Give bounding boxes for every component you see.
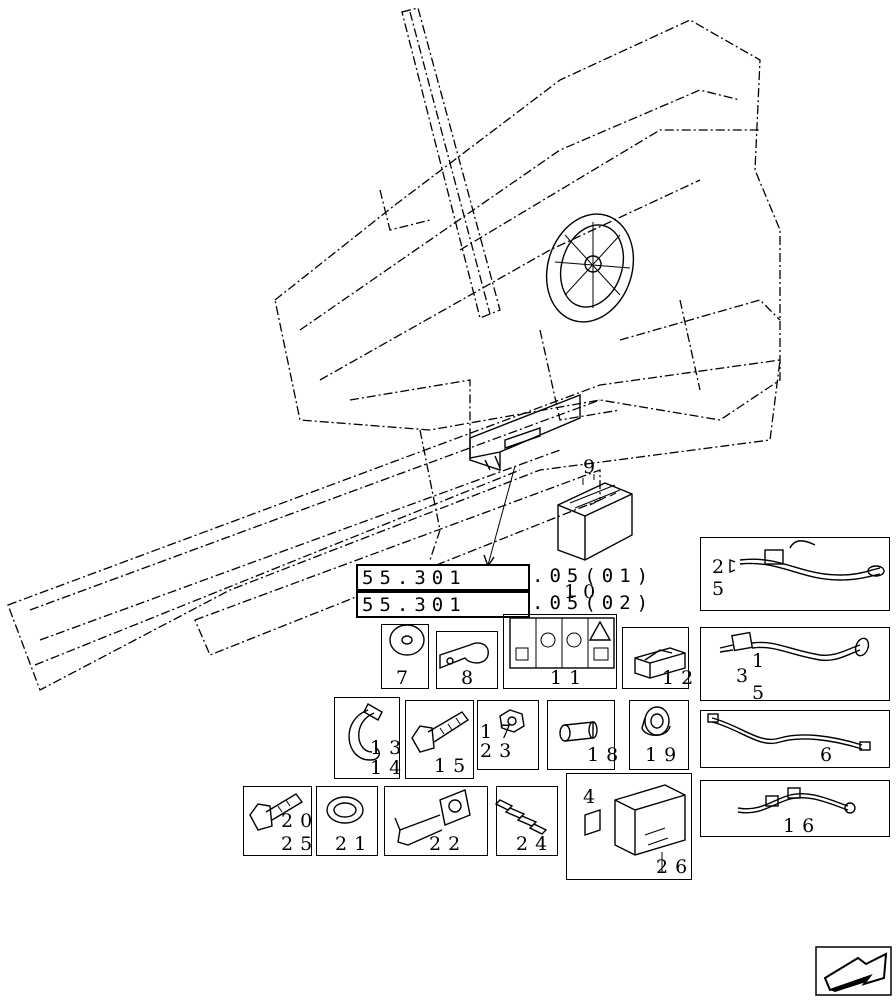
part-label: 11 [550,667,589,689]
bolt-15-drawing [411,711,470,753]
reference-suffix-2: .05(02) [532,592,655,614]
part-label-17: 17 [480,721,519,743]
part-box-harness-135[interactable] [700,627,890,701]
part-box-bolt-20-25[interactable] [243,786,312,856]
bolt-20-25-drawing [249,793,304,831]
next-page-arrow-icon[interactable] [816,947,891,995]
clip-8-drawing [439,642,489,670]
exhaust-mast [401,7,501,319]
part-label: 18 [587,744,626,766]
callout-9: 9 [583,456,603,478]
part-label-20: 20 [281,810,320,832]
seal-21-drawing [326,796,364,824]
nut-17-23-drawing [499,709,525,733]
next-page-arrow-icon-drawing [815,946,892,996]
harness-135-drawing [719,631,870,662]
isolator-26-drawing [584,784,686,872]
part-label: 24 [516,833,555,855]
part-label: 21 [335,833,374,855]
part-label: 2 5 [712,556,732,600]
part-box-nut-17-23[interactable] [477,700,539,770]
part-label-25: 25 [281,833,320,855]
switch-22-drawing [394,789,471,846]
part-box-ring-19[interactable] [629,700,689,770]
reference-box-1[interactable]: 55.301 [356,564,530,591]
part-box-seal-21[interactable] [316,786,378,856]
reference-suffix-1: .05(01) [532,565,655,587]
part-box-washer-7[interactable] [381,624,429,689]
part-box-harness-25[interactable] [700,537,890,611]
battery [557,474,633,561]
reference-code: 55.301 [362,567,467,589]
part-box-switch-22[interactable] [384,786,488,856]
part-label: 19 [645,744,684,766]
part-label: 8 [461,667,481,689]
cable-6-drawing [707,713,871,751]
pin-18-drawing [559,721,598,742]
chain-24-drawing [494,799,548,835]
decal-11-drawing [509,617,615,669]
cable-16-drawing [737,787,856,814]
part-label-3: 3 [736,665,756,687]
reference-box-2[interactable]: 55.301 [356,591,530,618]
part-label-23: 23 [480,740,519,762]
part-label: 6 [820,744,840,766]
part-box-cable-16[interactable] [700,780,890,837]
machine-body [274,19,781,561]
part-label: 15 [434,755,473,777]
callout-4: 4 [583,786,603,808]
strap-13-14-drawing [348,703,383,761]
part-box-isolator-26[interactable] [566,773,692,880]
battery-tray [469,393,581,568]
part-box-strap-13-14[interactable] [334,697,400,779]
part-box-chain-24[interactable] [496,786,558,856]
callout-10: 10 [564,581,603,603]
part-label: 7 [396,667,416,689]
block-12-drawing [634,647,686,679]
part-box-decal-11[interactable] [503,614,617,689]
reference-code: 55.301 [362,594,467,616]
part-box-block-12[interactable] [622,627,689,689]
part-box-pin-18[interactable] [547,700,615,770]
washer-7-drawing [389,624,425,656]
harness-25-drawing [729,540,885,581]
part-label: 22 [429,833,468,855]
part-label-13: 13 [370,737,409,759]
part-label: 12 [662,667,701,689]
part-label-14: 14 [370,757,409,779]
ring-19-drawing [641,706,671,736]
part-label-1: 1 [752,650,772,672]
part-box-bolt-15[interactable] [405,700,474,779]
part-label: 26 [656,856,695,878]
part-box-clip-8[interactable] [436,631,498,689]
part-box-cable-6[interactable] [700,710,890,768]
part-label-5: 5 [752,682,772,704]
pulley-wheel [545,213,635,323]
part-label: 16 [783,815,822,837]
